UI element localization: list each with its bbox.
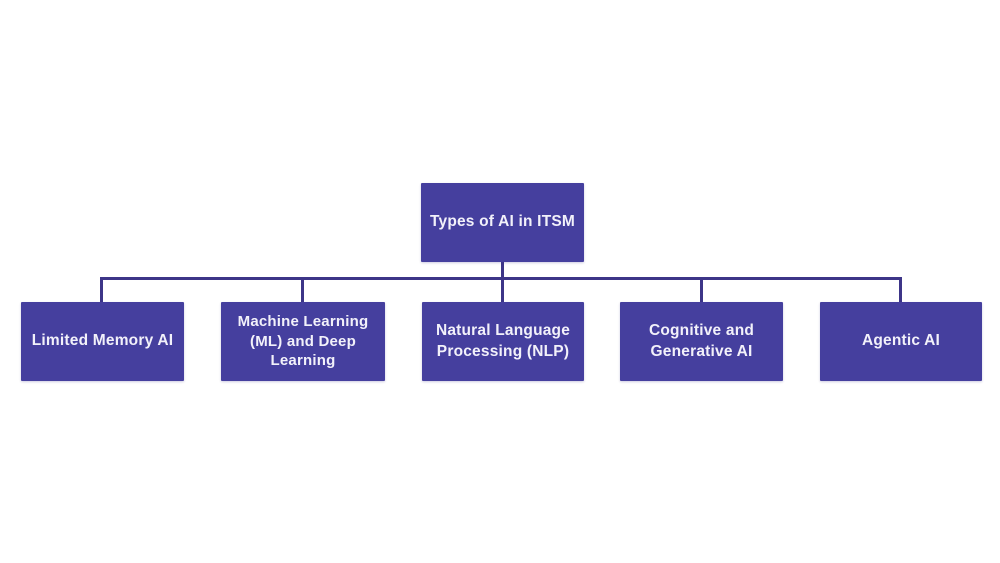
connector-stub-machine-learning	[301, 279, 304, 303]
child-node-natural-language-processing: Natural Language Processing (NLP)	[422, 302, 584, 381]
connector-stub-agentic-ai	[899, 279, 902, 303]
child-node-machine-learning-deep-learning: Machine Learning (ML) and Deep Learning	[221, 302, 385, 381]
connector-root-trunk	[501, 260, 504, 278]
child-node-agentic-ai: Agentic AI	[820, 302, 982, 381]
connector-stub-cognitive-genai	[700, 279, 703, 303]
child-node-limited-memory-ai: Limited Memory AI	[21, 302, 184, 381]
connector-stub-limited-memory	[100, 279, 103, 303]
root-node-types-of-ai-in-itsm: Types of AI in ITSM	[421, 183, 584, 262]
connector-horizontal-rail	[100, 277, 902, 280]
connector-stub-nlp	[501, 279, 504, 303]
child-node-cognitive-and-generative-ai: Cognitive and Generative AI	[620, 302, 783, 381]
